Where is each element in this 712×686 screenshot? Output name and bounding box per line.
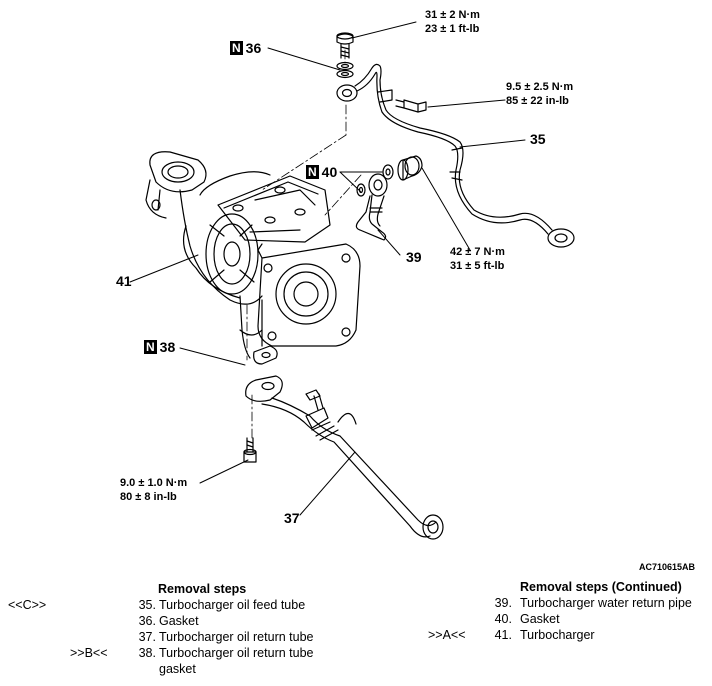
- new-part-mark-40: N: [306, 165, 319, 179]
- removal-steps-right: Removal steps (Continued) 39. Turbocharg…: [428, 579, 710, 643]
- callout-35: 35: [530, 131, 546, 147]
- step-text: Turbocharger oil return tube: [159, 646, 314, 660]
- removal-steps-title: Removal steps: [158, 582, 247, 596]
- oil-return-tube-37-icon: [245, 375, 444, 540]
- small-bolt-icon: [395, 99, 427, 113]
- return-tube-bolt-lower-icon: [243, 437, 257, 463]
- step-row: >>A<< 41. Turbocharger: [428, 627, 710, 643]
- step-number: 41.: [494, 628, 512, 642]
- leader-lines: [129, 21, 526, 516]
- step-row: 40. Gasket: [428, 611, 710, 627]
- step-text: Gasket: [520, 612, 560, 626]
- step-row: <<C>> 35. Turbocharger oil feed tube: [8, 597, 338, 613]
- step-row: gasket: [8, 661, 338, 677]
- turbocharger-41-icon: [145, 151, 361, 359]
- callout-37: 37: [284, 510, 300, 526]
- step-number: 38.: [138, 646, 156, 660]
- step-row: >>B<< 38. Turbocharger oil return tube: [8, 645, 338, 661]
- callout-39: 39: [406, 249, 422, 265]
- removal-steps-left: Removal steps <<C>> 35. Turbocharger oil…: [8, 581, 338, 677]
- step-number: 39.: [494, 596, 512, 610]
- step-text: Turbocharger oil return tube: [159, 630, 314, 644]
- step-reference-mark: <<C>>: [8, 598, 47, 612]
- water-return-pipe-39-icon: [355, 173, 388, 241]
- step-row: 37. Turbocharger oil return tube: [8, 629, 338, 645]
- gasket-40-icon: [356, 164, 394, 197]
- step-text: Turbocharger water return pipe: [520, 596, 692, 610]
- gasket-36-icon: [336, 61, 354, 79]
- step-number: 37.: [138, 630, 156, 644]
- oil-feed-tube-35-icon: [336, 63, 575, 248]
- figure-id: AC710615AB: [639, 562, 696, 572]
- step-text: Turbocharger: [520, 628, 595, 642]
- return-tube-bolt-upper-icon: [305, 389, 324, 411]
- step-reference-mark: >>A<<: [428, 628, 466, 642]
- eye-bolt-icon: [397, 155, 423, 181]
- callout-41: 41: [116, 273, 132, 289]
- gasket-38-icon: [253, 345, 278, 365]
- removal-steps-continued-title: Removal steps (Continued): [520, 580, 682, 594]
- step-number: 35.: [138, 598, 156, 612]
- step-text: gasket: [159, 662, 196, 676]
- turbocharger-exploded-diagram: [129, 21, 575, 540]
- new-part-mark-36: N: [230, 41, 243, 55]
- step-number: 40.: [494, 612, 512, 626]
- step-reference-mark: >>B<<: [70, 646, 108, 660]
- new-part-mark-38: N: [144, 340, 157, 354]
- step-number: 36.: [138, 614, 156, 628]
- step-row: 39. Turbocharger water return pipe: [428, 595, 710, 611]
- step-text: Turbocharger oil feed tube: [159, 598, 306, 612]
- step-text: Gasket: [159, 614, 199, 628]
- banjo-bolt-top-icon: [336, 32, 354, 59]
- step-row: 36. Gasket: [8, 613, 338, 629]
- alignment-lines: [246, 49, 362, 441]
